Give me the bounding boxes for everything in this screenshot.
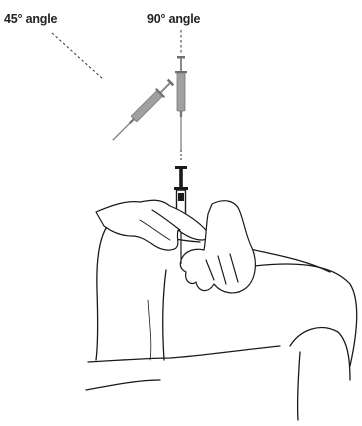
- guide-lines: [52, 30, 181, 80]
- syringe-45-icon: [108, 77, 175, 144]
- guide-line-45: [52, 33, 104, 80]
- syringe-90-icon: [175, 56, 187, 152]
- left-hand-outline: [96, 200, 208, 250]
- right-hand-outline: [180, 201, 255, 293]
